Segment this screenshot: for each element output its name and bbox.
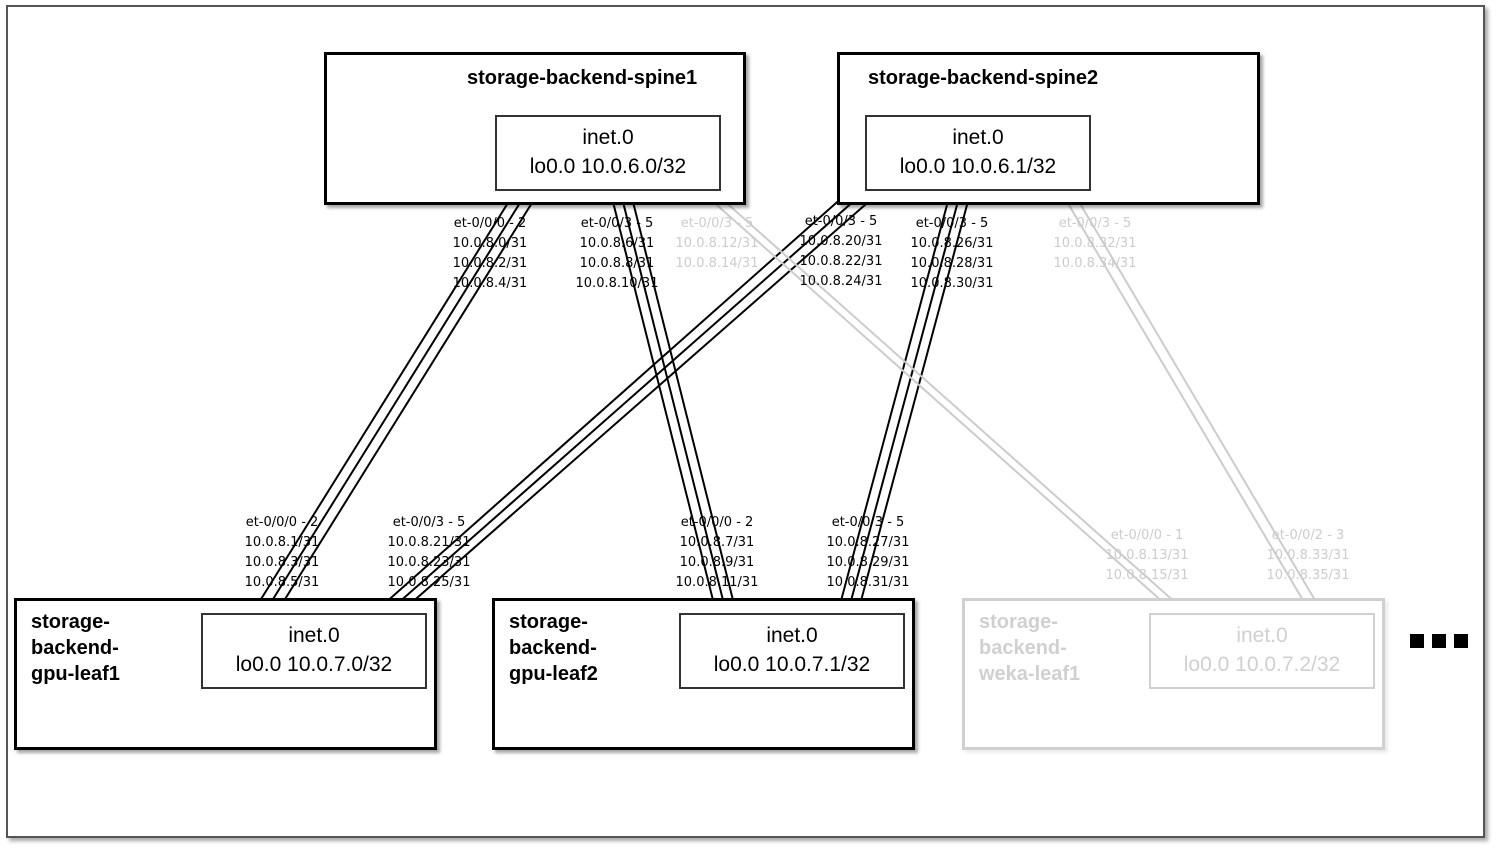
- loopback-address: lo0.0 10.0.7.0/32: [235, 653, 393, 676]
- ip-address: 10.0.8.13/31: [1105, 548, 1189, 563]
- ip-address: 10.0.8.4/31: [452, 276, 528, 291]
- loopback-address: lo0.0 10.0.7.2/32: [1183, 653, 1341, 676]
- port-range: et-0/0/3 - 5: [915, 216, 989, 231]
- ip-address: 10.0.8.32/31: [1053, 236, 1137, 251]
- link-label-leaf1-spine2: et-0/0/3 - 5 10.0.8.21/31 10.0.8.23/31 1…: [378, 513, 480, 593]
- device-name: storage- backend- weka-leaf1: [979, 611, 1081, 685]
- ip-address: 10.0.8.24/31: [799, 274, 883, 289]
- routing-table-name: inet.0: [288, 624, 340, 647]
- more-devices-ellipsis-icon: [1410, 634, 1472, 650]
- device-name: storage-backend-spine2: [868, 67, 1099, 89]
- ip-address: 10.0.8.10/31: [575, 276, 659, 291]
- ip-address: 10.0.8.15/31: [1105, 568, 1189, 583]
- routing-table-box: inet.0 lo0.0 10.0.7.1/32: [679, 613, 905, 689]
- link-label-weka-spine2: et-0/0/2 - 3 10.0.8.33/31 10.0.8.35/31: [1258, 526, 1358, 586]
- ip-address: 10.0.8.29/31: [826, 555, 910, 570]
- routing-table-name: inet.0: [582, 126, 634, 149]
- ip-address: 10.0.8.11/31: [675, 575, 759, 590]
- port-range: et-0/0/2 - 3: [1271, 528, 1345, 543]
- routing-table-name: inet.0: [766, 624, 818, 647]
- ip-address: 10.0.8.25/31: [387, 575, 471, 590]
- port-range: et-0/0/3 - 5: [392, 515, 466, 530]
- ip-address: 10.0.8.27/31: [826, 535, 910, 550]
- ip-address: 10.0.8.12/31: [675, 236, 759, 251]
- ip-address: 10.0.8.35/31: [1266, 568, 1350, 583]
- gpu-leaf1-device[interactable]: storage- backend- gpu-leaf1 inet.0 lo0.0…: [14, 598, 437, 750]
- link-label-spine1-leaf2: et-0/0/3 - 5 10.0.8.6/31 10.0.8.8/31 10.…: [567, 214, 667, 294]
- ip-address: 10.0.8.20/31: [799, 234, 883, 249]
- spine2-device[interactable]: storage-backend-spine2 inet.0 lo0.0 10.0…: [837, 52, 1260, 205]
- ip-address: 10.0.8.2/31: [452, 256, 528, 271]
- ip-address: 10.0.8.33/31: [1266, 548, 1350, 563]
- link-label-spine2-leaf2: et-0/0/3 - 5 10.0.8.26/31 10.0.8.28/31 1…: [901, 214, 1003, 294]
- ip-address: 10.0.8.3/31: [244, 555, 320, 570]
- link-label-spine2-leaf1: et-0/0/3 - 5 10.0.8.20/31 10.0.8.22/31 1…: [790, 212, 892, 292]
- ip-address: 10.0.8.6/31: [579, 236, 655, 251]
- ip-address: 10.0.8.34/31: [1053, 256, 1137, 271]
- ip-address: 10.0.8.1/31: [244, 535, 320, 550]
- link-label-leaf2-spine1: et-0/0/0 - 2 10.0.8.7/31 10.0.8.9/31 10.…: [667, 513, 767, 593]
- routing-table-box: inet.0 lo0.0 10.0.7.0/32: [201, 613, 427, 689]
- ip-address: 10.0.8.8/31: [579, 256, 655, 271]
- device-name: storage- backend- gpu-leaf2: [509, 611, 598, 685]
- ip-address: 10.0.8.28/31: [910, 256, 994, 271]
- port-range: et-0/0/3 - 5: [580, 216, 654, 231]
- link-label-weka-spine1: et-0/0/0 - 1 10.0.8.13/31 10.0.8.15/31: [1097, 526, 1197, 586]
- ip-address: 10.0.8.31/31: [826, 575, 910, 590]
- port-range: et-0/0/0 - 1: [1110, 528, 1184, 543]
- link-label-spine1-weka: et-0/0/3 - 5 10.0.8.12/31 10.0.8.14/31: [667, 214, 767, 274]
- ip-address: 10.0.8.21/31: [387, 535, 471, 550]
- device-name: storage- backend- gpu-leaf1: [31, 611, 120, 685]
- loopback-address: lo0.0 10.0.6.0/32: [529, 155, 687, 178]
- port-range: et-0/0/3 - 5: [1058, 216, 1132, 231]
- routing-table-box: inet.0 lo0.0 10.0.6.0/32: [495, 115, 721, 191]
- port-range: et-0/0/3 - 5: [831, 515, 905, 530]
- ip-address: 10.0.8.7/31: [679, 535, 755, 550]
- link-label-leaf1-spine1: et-0/0/0 - 2 10.0.8.1/31 10.0.8.3/31 10.…: [232, 513, 332, 593]
- spine1-device[interactable]: storage-backend-spine1 inet.0 lo0.0 10.0…: [324, 52, 746, 205]
- routing-table-name: inet.0: [952, 126, 1004, 149]
- ip-address: 10.0.8.14/31: [675, 256, 759, 271]
- link-label-leaf2-spine2: et-0/0/3 - 5 10.0.8.27/31 10.0.8.29/31 1…: [817, 513, 919, 593]
- weka-leaf1-device[interactable]: storage- backend- weka-leaf1 inet.0 lo0.…: [962, 598, 1385, 750]
- loopback-address: lo0.0 10.0.6.1/32: [899, 155, 1057, 178]
- port-range: et-0/0/3 - 5: [680, 216, 754, 231]
- ip-address: 10.0.8.30/31: [910, 276, 994, 291]
- ip-address: 10.0.8.22/31: [799, 254, 883, 269]
- port-range: et-0/0/0 - 2: [245, 515, 319, 530]
- ip-address: 10.0.8.9/31: [679, 555, 755, 570]
- device-name: storage-backend-spine1: [467, 67, 698, 89]
- ip-address: 10.0.8.0/31: [452, 236, 528, 251]
- port-range: et-0/0/0 - 2: [453, 216, 527, 231]
- ip-address: 10.0.8.26/31: [910, 236, 994, 251]
- routing-table-box: inet.0 lo0.0 10.0.6.1/32: [865, 115, 1091, 191]
- link-label-spine2-weka: et-0/0/3 - 5 10.0.8.32/31 10.0.8.34/31: [1045, 214, 1145, 274]
- port-range: et-0/0/0 - 2: [680, 515, 754, 530]
- routing-table-name: inet.0: [1236, 624, 1288, 647]
- loopback-address: lo0.0 10.0.7.1/32: [713, 653, 871, 676]
- routing-table-box: inet.0 lo0.0 10.0.7.2/32: [1149, 613, 1375, 689]
- ip-address: 10.0.8.5/31: [244, 575, 320, 590]
- ip-address: 10.0.8.23/31: [387, 555, 471, 570]
- gpu-leaf2-device[interactable]: storage- backend- gpu-leaf2 inet.0 lo0.0…: [492, 598, 915, 750]
- link-label-spine1-leaf1: et-0/0/0 - 2 10.0.8.0/31 10.0.8.2/31 10.…: [440, 214, 540, 294]
- port-range: et-0/0/3 - 5: [804, 214, 878, 229]
